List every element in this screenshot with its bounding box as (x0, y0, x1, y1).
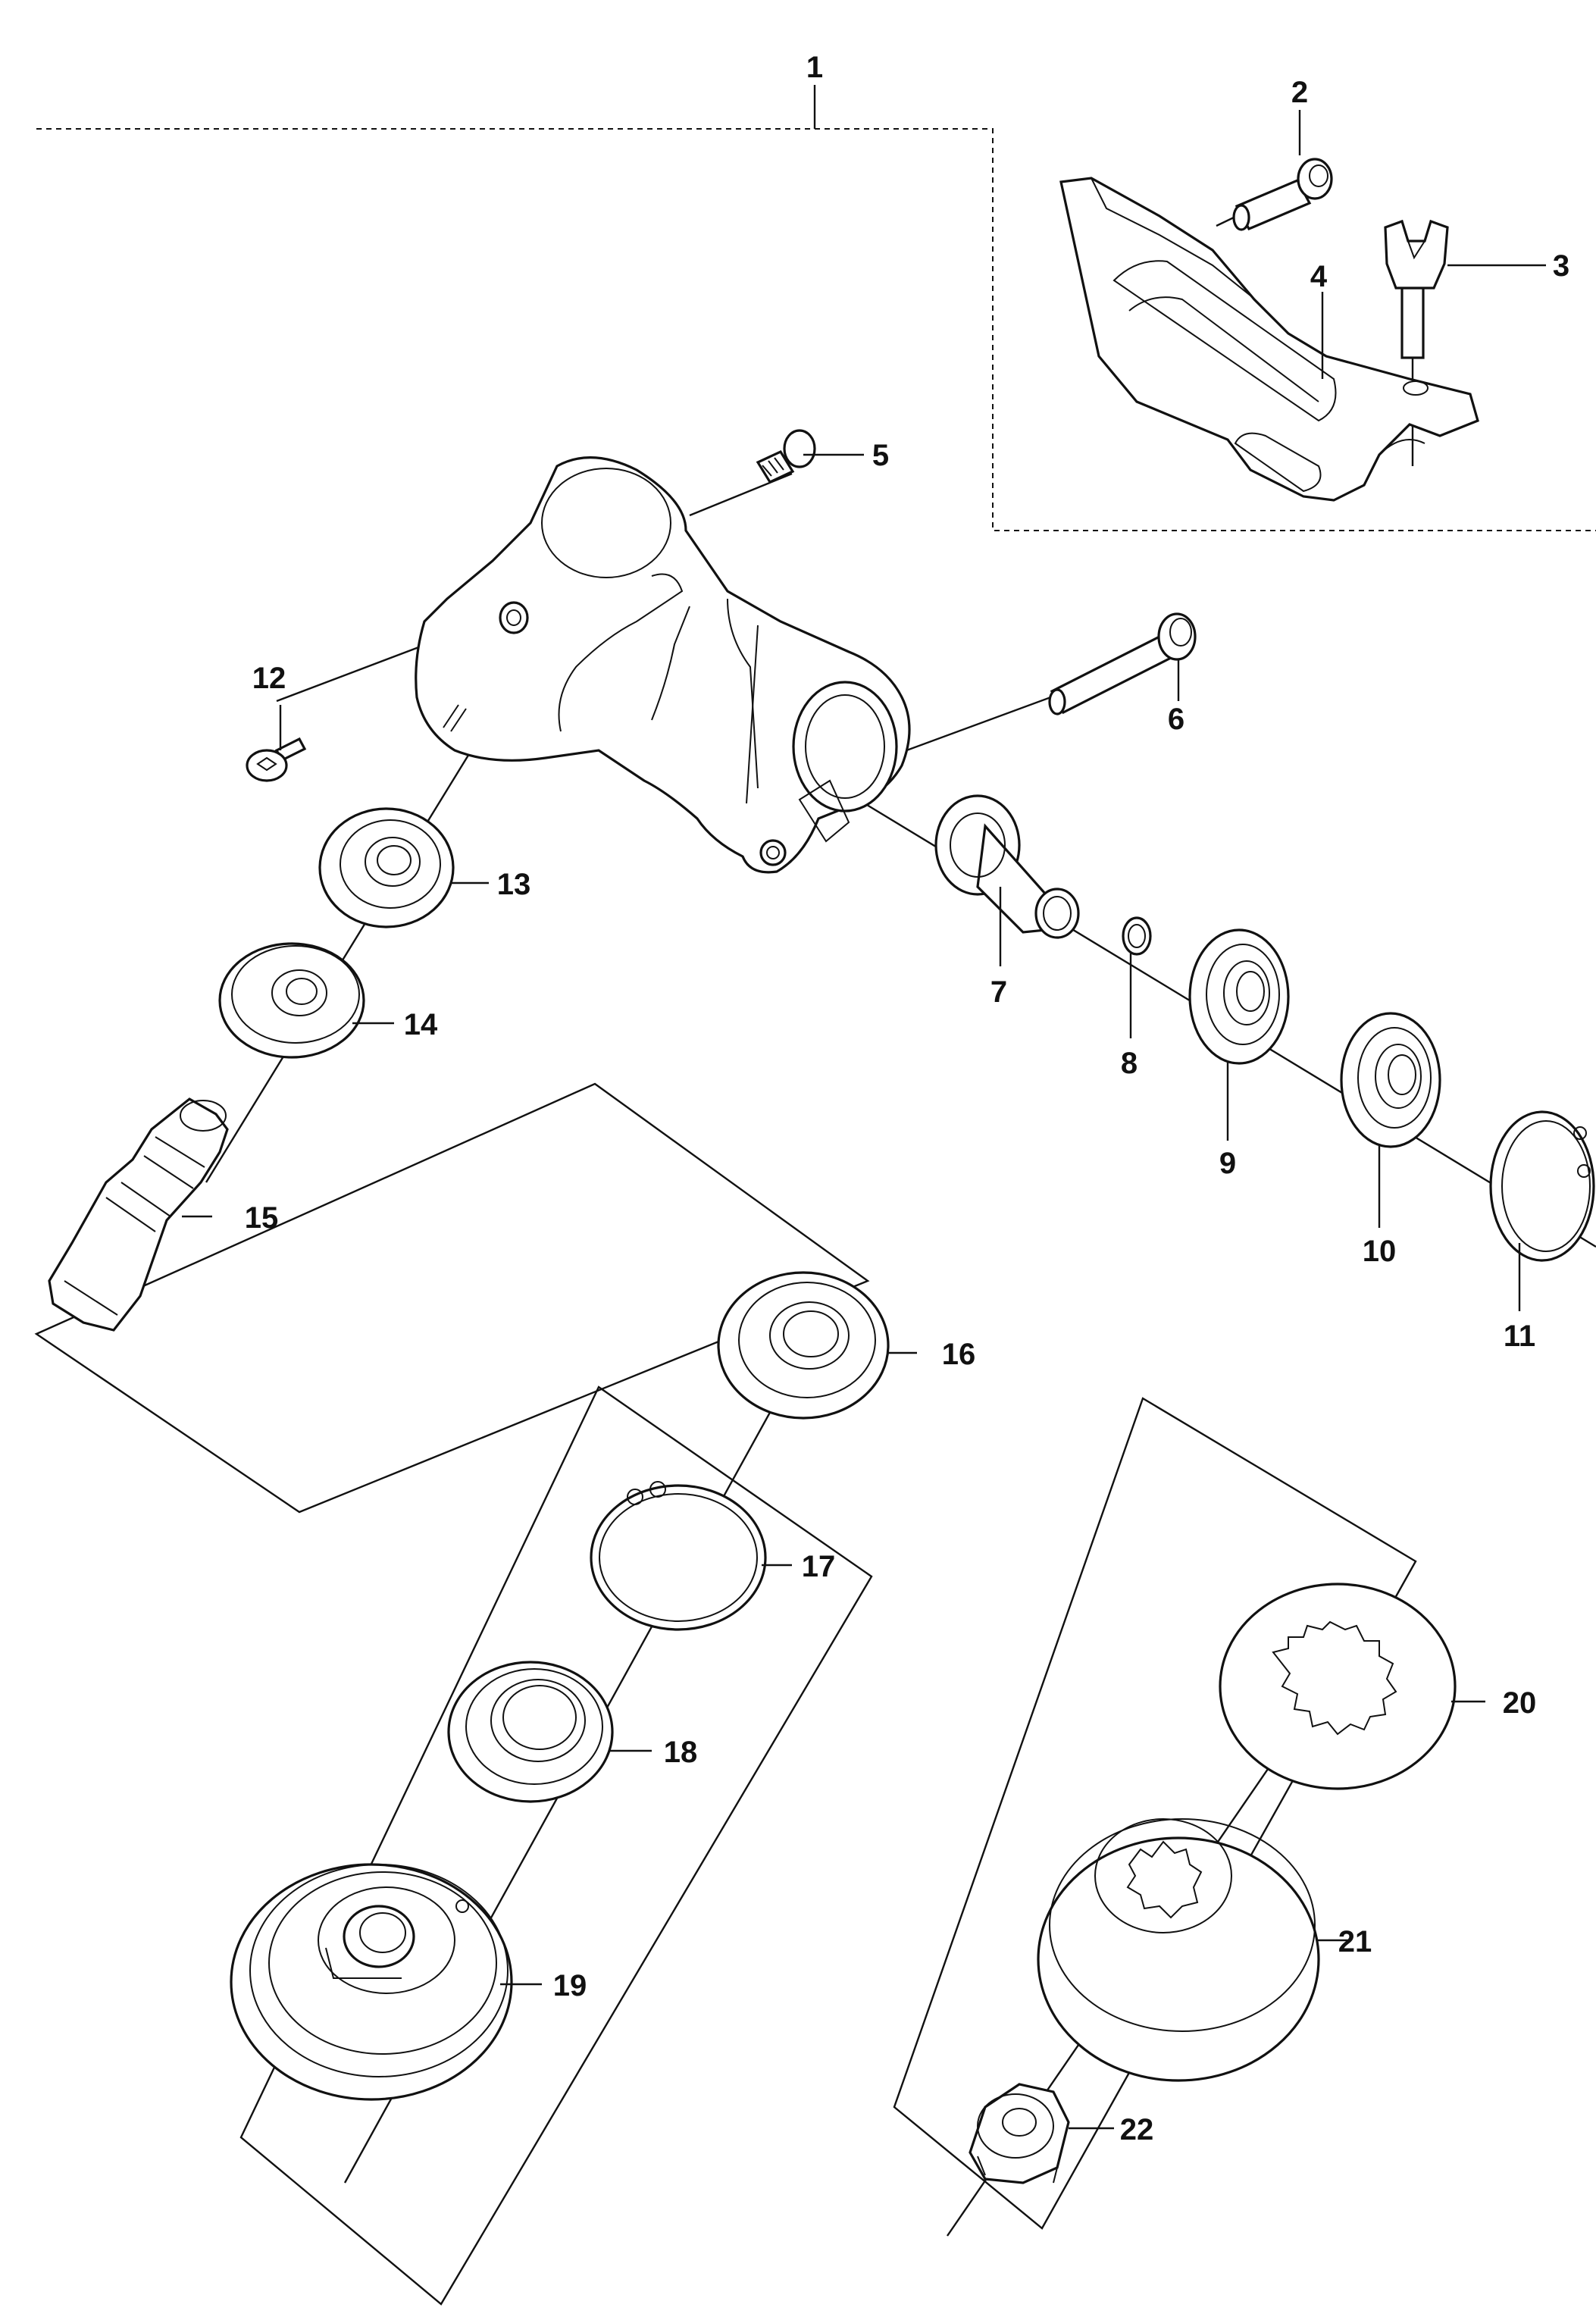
callout-9: 9 (1219, 1147, 1236, 1180)
part-6-shaft-pin (1048, 612, 1197, 715)
callout-10: 10 (1363, 1235, 1397, 1268)
shaft-group-frame (34, 1082, 870, 1514)
part-22-flange-nut (969, 2083, 1070, 2184)
part-2-cap-screw (1232, 158, 1333, 231)
callout-11: 11 (1504, 1320, 1535, 1353)
part-10-bearing (1340, 1012, 1441, 1148)
part-5-set-screw (756, 429, 816, 484)
callout-18: 18 (664, 1736, 698, 1769)
callout-5: 5 (872, 439, 889, 472)
callout-8: 8 (1121, 1047, 1138, 1080)
part-12-torx-screw (246, 737, 307, 782)
part-21-blade-disc (1037, 1818, 1320, 2082)
callout-7: 7 (990, 975, 1007, 1009)
part-20-lock-washer (1219, 1583, 1457, 1790)
callout-17: 17 (802, 1550, 836, 1583)
callout-21: 21 (1338, 1925, 1372, 1958)
callout-16: 16 (942, 1338, 976, 1371)
group-1-dashed-frame (36, 85, 1596, 531)
part-4-bracket (1059, 177, 1479, 502)
callout-labels: 1 2 3 4 5 6 7 8 9 10 11 12 13 14 15 16 1… (245, 51, 1569, 2146)
part-9-bearing (1188, 928, 1290, 1065)
callout-3: 3 (1553, 249, 1569, 283)
gear-housing (415, 456, 911, 874)
callout-1: 1 (806, 51, 823, 84)
callout-leaders (182, 110, 1546, 2130)
callout-12: 12 (252, 662, 286, 695)
callout-13: 13 (497, 868, 531, 901)
part-18-seal (447, 1661, 614, 1803)
part-7-bushing (934, 794, 1080, 939)
callout-4: 4 (1310, 260, 1328, 293)
callout-22: 22 (1120, 2113, 1154, 2146)
callout-2: 2 (1291, 76, 1308, 109)
blade-group-frame (893, 1397, 1417, 2230)
callout-20: 20 (1503, 1686, 1537, 1720)
part-11-retaining-ring (1489, 1110, 1595, 1262)
part-17-circlip (590, 1481, 767, 1631)
callout-6: 6 (1168, 703, 1184, 736)
part-8-circlip (1122, 916, 1152, 956)
callout-19: 19 (553, 1969, 587, 2002)
part-3-locking-pin (1384, 219, 1449, 466)
gearbox-group-frame (239, 1385, 873, 2306)
callout-14: 14 (404, 1008, 438, 1041)
part-19-cover (230, 1863, 513, 2101)
callout-15: 15 (245, 1201, 279, 1235)
part-16-bearing (717, 1271, 890, 1420)
part-13-bearing (318, 807, 455, 928)
part-14-seal-washer (218, 942, 365, 1059)
part-15-drive-shaft (48, 1097, 229, 1332)
